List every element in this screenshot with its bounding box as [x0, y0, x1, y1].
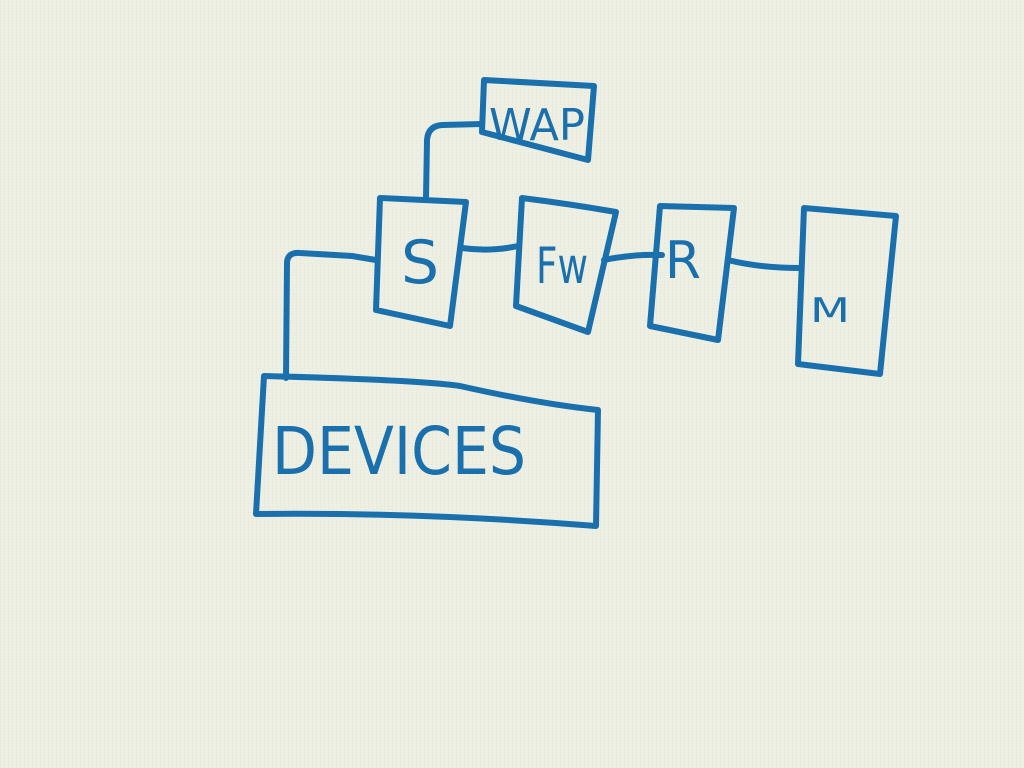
switch-node: [373, 195, 469, 329]
edge-switch-wap: [423, 121, 485, 201]
router-node: [647, 203, 737, 343]
edge-switch-devices: [283, 249, 379, 381]
wap-node: [479, 77, 597, 163]
router-label: R: [665, 231, 701, 291]
wap-label: WAP: [489, 100, 585, 151]
firewall-node: [513, 195, 619, 335]
edge-router-modem: [725, 257, 803, 271]
firewall-label: Fw: [536, 237, 588, 295]
node-labels: WAP S Fw R M DEVICES: [272, 100, 850, 490]
modem-node: [795, 205, 899, 377]
devices-node: [253, 373, 601, 529]
nodes: [253, 77, 899, 529]
edge-switch-firewall: [459, 243, 521, 253]
switch-label: S: [401, 228, 439, 298]
devices-label: DEVICES: [272, 413, 526, 490]
connections: [283, 121, 803, 381]
modem-label: M: [810, 291, 850, 331]
